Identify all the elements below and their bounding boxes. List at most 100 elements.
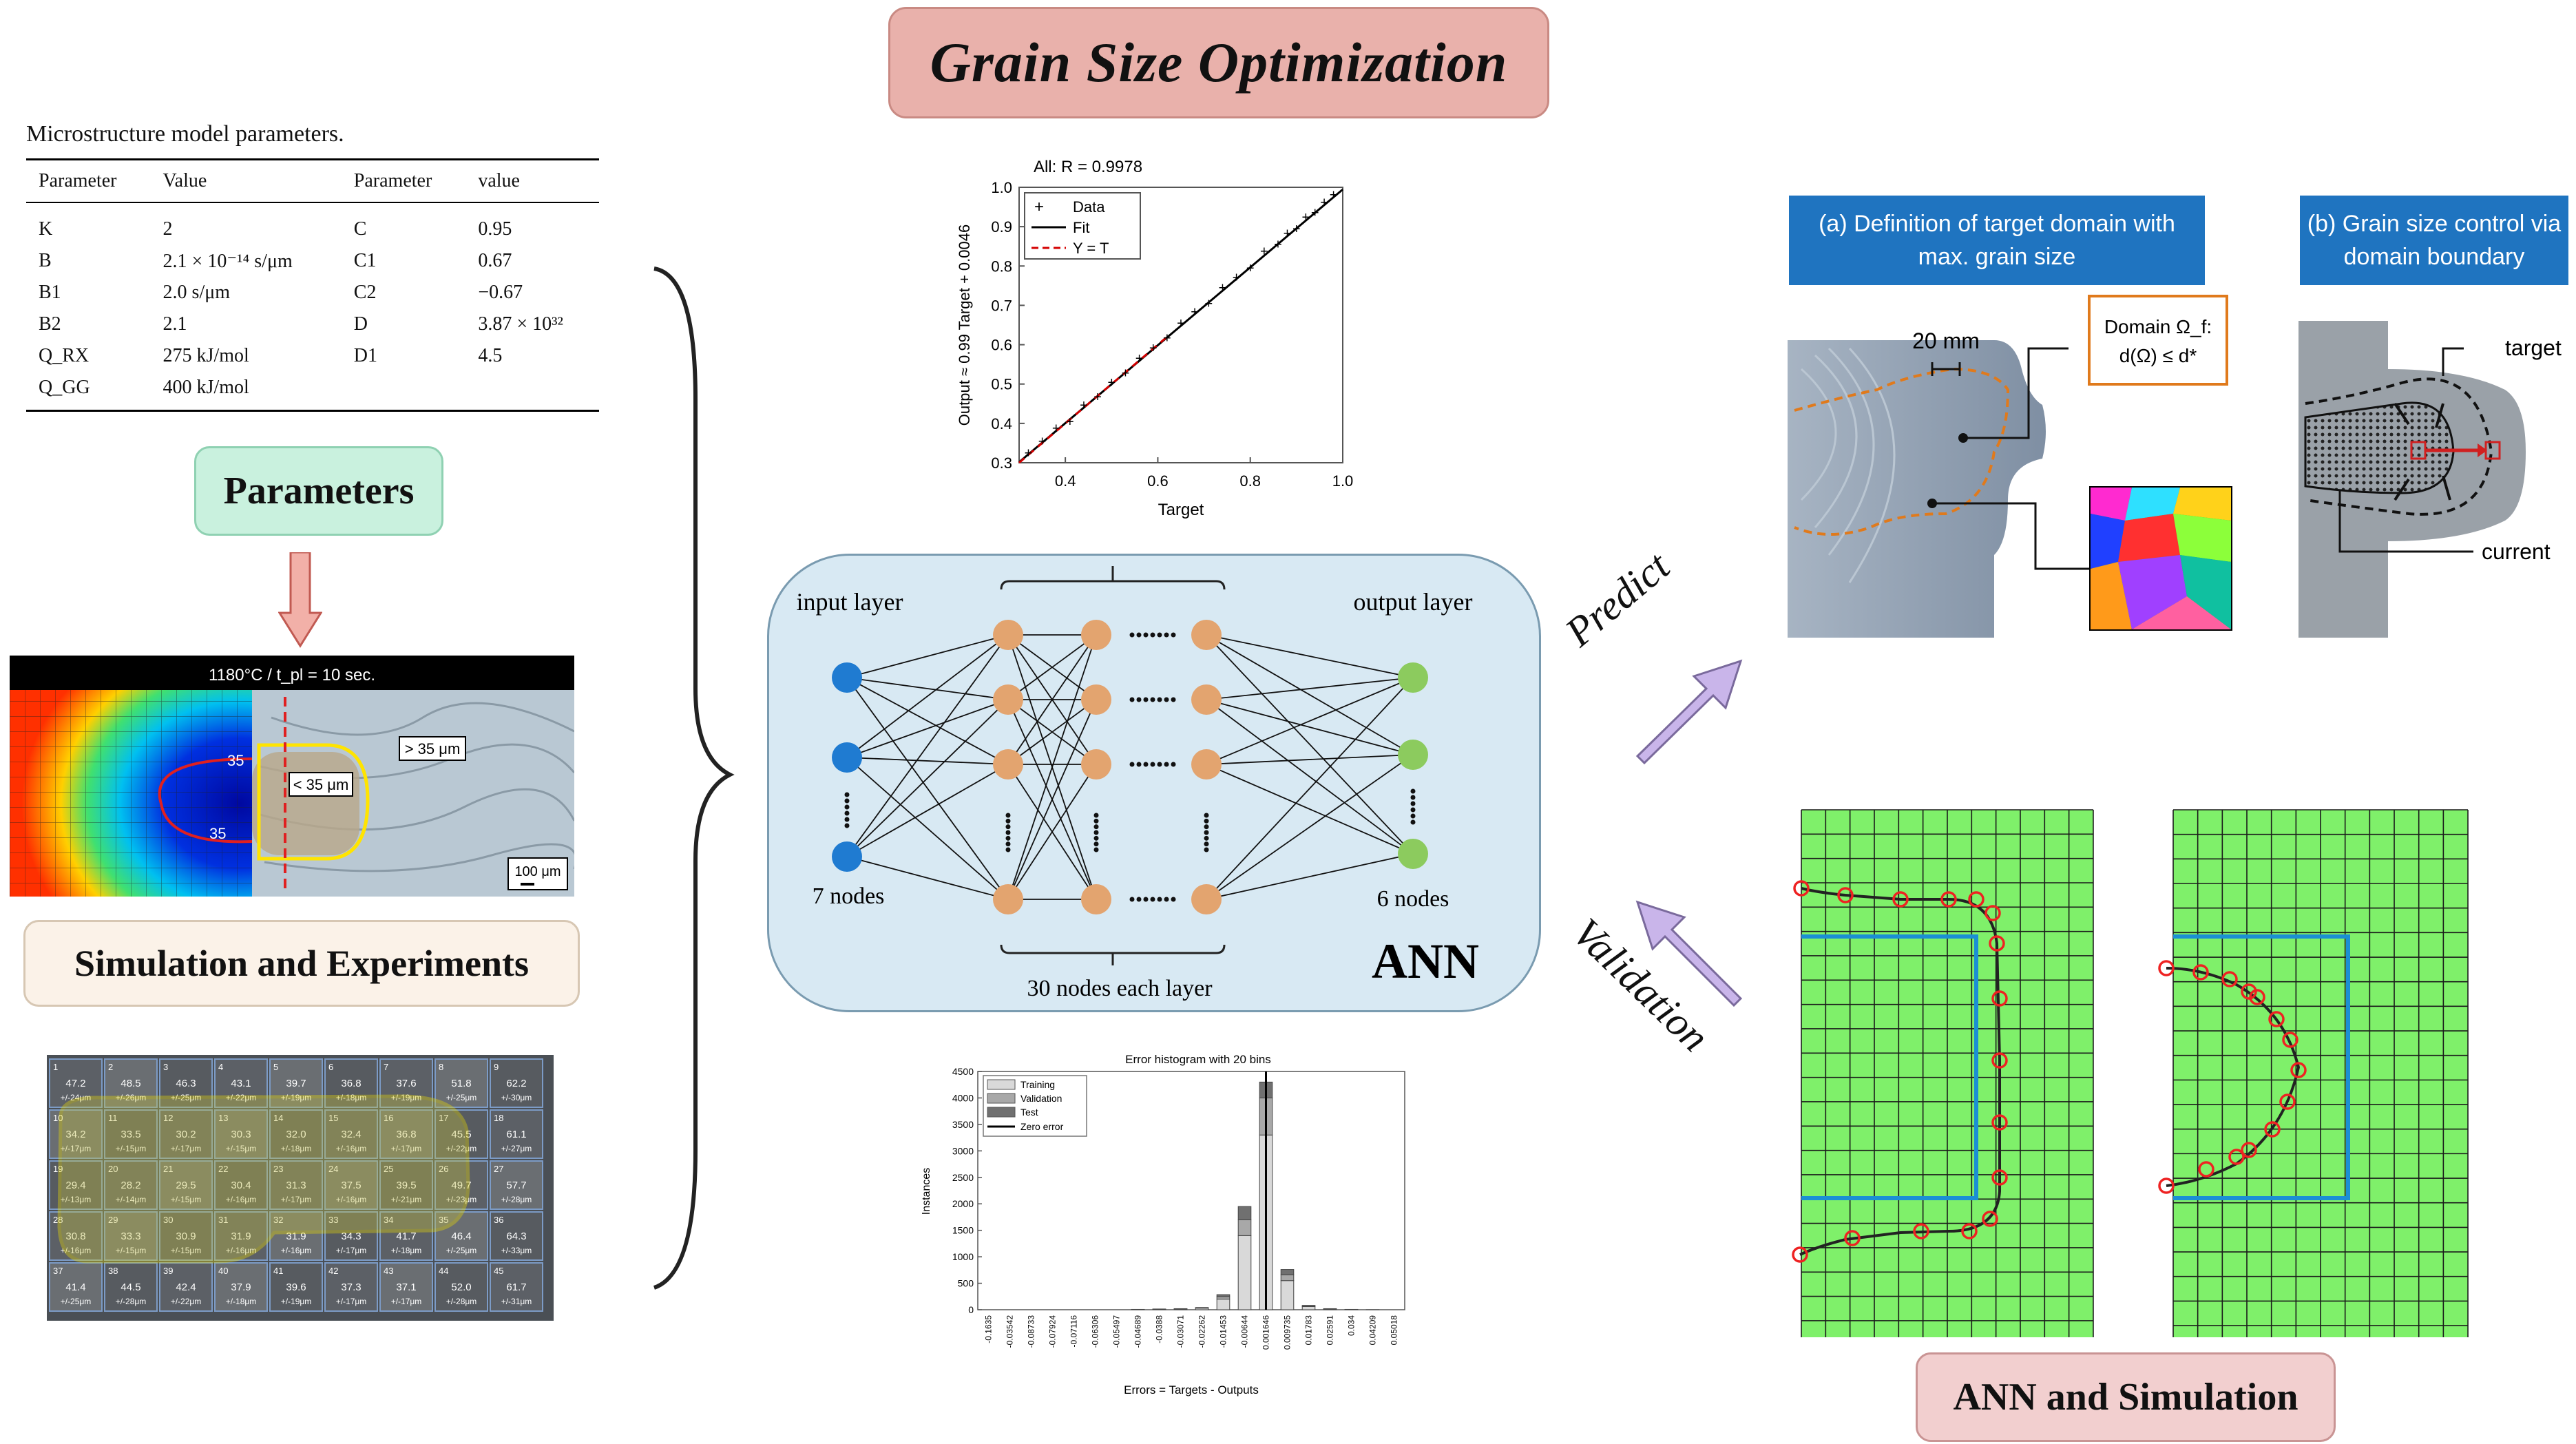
regression-point: +	[1038, 435, 1047, 450]
grid-cell-number: 10	[53, 1113, 63, 1123]
grid-cell-value: 28.2	[121, 1180, 140, 1191]
grid-cell-std: +/-23μm	[446, 1195, 477, 1204]
histogram-x-tick: -0.0388	[1155, 1315, 1164, 1343]
regression-y-tick: 1.0	[991, 179, 1012, 196]
grid-cell-std: +/-28μm	[446, 1297, 477, 1306]
grid-cell-std: +/-16μm	[281, 1246, 312, 1255]
regression-point: +	[1191, 305, 1199, 320]
grid-cell-number: 31	[218, 1215, 228, 1225]
param-cell: Q_GG	[26, 372, 151, 412]
param-cell: 2.1	[163, 313, 187, 335]
grid-cell-std: +/-17μm	[336, 1297, 367, 1306]
grid-cell-std: +/-17μm	[171, 1144, 202, 1153]
grid-cell-std: +/-25μm	[61, 1297, 92, 1306]
histogram-bar	[1216, 1299, 1231, 1310]
histogram-x-tick: -0.02262	[1197, 1315, 1207, 1348]
output-node	[1398, 839, 1428, 869]
regression-y-tick: 0.4	[991, 415, 1012, 432]
grid-cell-std: +/-16μm	[226, 1246, 257, 1255]
regression-x-tick: 1.0	[1332, 472, 1354, 490]
grid-cell-value: 42.4	[176, 1281, 196, 1293]
param-col-header: Parameter	[341, 158, 466, 203]
grid-cell-number: 45	[494, 1266, 503, 1276]
grid-cell-std: +/-19μm	[391, 1093, 422, 1102]
histogram-x-tick: -0.03542	[1005, 1315, 1015, 1348]
grid-cell-number: 35	[439, 1215, 448, 1225]
regression-point: +	[1204, 297, 1213, 312]
legend-data: Data	[1073, 198, 1105, 216]
grid-cell-std: +/-18μm	[336, 1093, 367, 1102]
regression-point: +	[1260, 244, 1268, 260]
param-cell	[341, 372, 466, 412]
grid-cell-std: +/-27μm	[501, 1144, 532, 1153]
param-cell: K	[39, 218, 53, 240]
regression-y-tick: 0.8	[991, 258, 1012, 275]
grid-cell-value: 30.3	[231, 1129, 251, 1140]
grid-cell-number: 26	[439, 1164, 448, 1174]
param-cell: D1	[353, 345, 378, 366]
input-node	[832, 662, 862, 693]
grid-cell-number: 19	[53, 1164, 63, 1174]
regression-ylabel: Output ≈ 0.99 Target + 0.0046	[956, 224, 973, 426]
output-label: output layer	[1354, 588, 1473, 616]
grid-cell-number: 13	[218, 1113, 228, 1123]
grid-cell-std: +/-25μm	[446, 1246, 477, 1255]
regression-point: +	[1107, 375, 1116, 390]
histogram-bar	[1216, 1296, 1231, 1300]
regression-y-tick: 0.7	[991, 297, 1012, 314]
grid-cell-number: 11	[108, 1113, 118, 1123]
grid-cell-number: 38	[108, 1266, 118, 1276]
hidden-node	[993, 684, 1023, 715]
grid-cell-number: 30	[163, 1215, 173, 1225]
input-node	[832, 742, 862, 773]
grid-cell-value: 37.3	[341, 1281, 361, 1293]
histogram-bar	[1280, 1280, 1295, 1310]
regression-x-tick: 0.8	[1239, 472, 1261, 490]
grid-cell-std: +/-28μm	[116, 1297, 147, 1306]
validation-arrow-icon	[1635, 900, 1743, 1007]
histogram-legend: Training Validation Test Zero error	[983, 1075, 1087, 1137]
regression-title: All: R = 0.9978	[1034, 158, 1142, 176]
grid-cell-std: +/-33μm	[501, 1246, 532, 1255]
param-cell: 2.1 × 10⁻¹⁴ s/μm	[163, 251, 293, 272]
grid-cell-std: +/-26μm	[116, 1093, 147, 1102]
regression-point: +	[1052, 421, 1060, 437]
histogram-bar	[1280, 1269, 1295, 1275]
grid-cell-std: +/-15μm	[171, 1246, 202, 1255]
grid-cell-value: 62.2	[506, 1078, 526, 1089]
regression-point: +	[1320, 196, 1328, 211]
grid-cell-number: 22	[218, 1164, 228, 1174]
histogram-bar	[1216, 1294, 1231, 1297]
grid-cell-value: 32.0	[286, 1129, 306, 1140]
grid-cell-number: 8	[439, 1062, 443, 1072]
param-cell: B2	[39, 313, 61, 335]
histogram-x-tick: -0.01453	[1219, 1315, 1228, 1348]
grid-cell-value: 57.7	[506, 1180, 526, 1191]
grid-cell-number: 40	[218, 1266, 228, 1276]
grid-cell-number: 29	[108, 1215, 118, 1225]
error-histogram-chart: Error histogram with 20 bins 05001000150…	[921, 1053, 1405, 1396]
regression-point: +	[1233, 270, 1241, 285]
legend-zero-error: Zero error	[1020, 1121, 1064, 1132]
grid-cell-value: 29.4	[65, 1180, 85, 1191]
regression-point: +	[1292, 222, 1301, 237]
grid-cell-number: 44	[439, 1266, 448, 1276]
grid-cell-value: 61.1	[506, 1129, 526, 1140]
hidden-node	[1191, 749, 1222, 779]
histogram-x-tick: 0.01783	[1304, 1315, 1314, 1346]
down-arrow-icon	[278, 552, 322, 648]
regression-point: +	[1284, 226, 1292, 241]
hidden-node	[1081, 884, 1111, 914]
grid-cell-value: 46.3	[176, 1078, 196, 1089]
panel-b-image: target current	[2298, 321, 2562, 638]
histogram-x-tick: 0.009735	[1283, 1315, 1292, 1350]
hidden-node	[993, 884, 1023, 914]
grid-cell-number: 42	[328, 1266, 338, 1276]
grain-grid-image: 147.2+/-24μm248.5+/-26μm346.3+/-25μm443.…	[47, 1055, 554, 1321]
ann-simulation-label: ANN and Simulation	[1916, 1352, 2336, 1442]
grid-cell-value: 47.2	[65, 1078, 85, 1089]
grid-cell-number: 9	[494, 1062, 499, 1072]
regression-x-tick: 0.6	[1147, 472, 1169, 490]
grid-cell-number: 39	[163, 1266, 173, 1276]
grid-cell-number: 33	[328, 1215, 338, 1225]
